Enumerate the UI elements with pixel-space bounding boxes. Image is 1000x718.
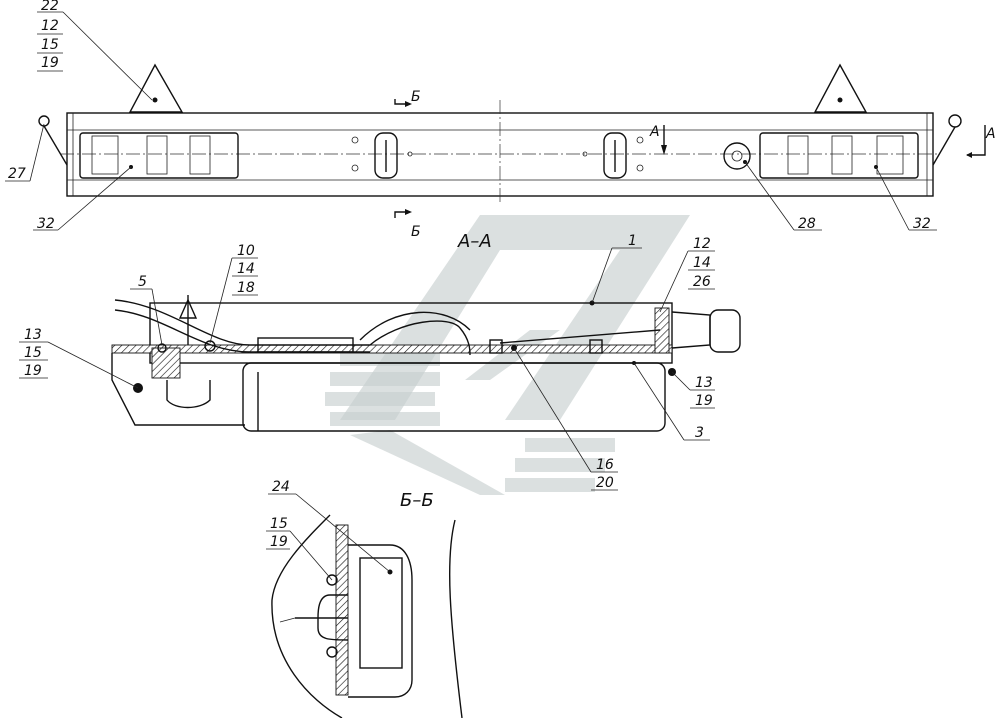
label-22-12: 12 <box>41 18 59 34</box>
section-b-b-title: Б–Б <box>400 490 434 511</box>
label-10-18: 18 <box>237 280 255 296</box>
label-10: 10 <box>237 243 255 259</box>
label-13-right-19: 19 <box>695 393 713 409</box>
cut-mark-b-bottom: Б <box>411 224 421 240</box>
label-12-26: 26 <box>693 274 711 290</box>
label-22-19: 19 <box>41 55 59 71</box>
label-22: 22 <box>41 0 59 14</box>
section-b-b: Б–Б <box>271 490 463 718</box>
label-32-right: 32 <box>913 216 931 232</box>
label-16: 16 <box>596 457 614 473</box>
section-a-a-title: А–А <box>457 231 492 252</box>
section-a-a: А–А <box>111 231 741 432</box>
label-27: 27 <box>8 166 26 182</box>
cut-mark-a-top: А <box>649 124 660 140</box>
label-3: 3 <box>695 425 704 441</box>
label-5: 5 <box>138 274 147 290</box>
cut-marks: Б Б А А <box>394 89 996 240</box>
label-28: 28 <box>798 216 816 232</box>
leader-labels: 22 12 15 19 27 32 28 32 10 14 18 5 13 15… <box>8 0 931 550</box>
label-12-14: 14 <box>693 255 711 271</box>
label-24: 24 <box>272 479 290 495</box>
label-15: 15 <box>270 516 288 532</box>
label-32-left: 32 <box>37 216 55 232</box>
leader-lines <box>5 11 937 581</box>
label-16-20: 20 <box>596 475 614 491</box>
label-12: 12 <box>693 236 711 252</box>
label-10-14: 14 <box>237 261 255 277</box>
label-1: 1 <box>628 233 637 249</box>
label-15-19: 19 <box>270 534 288 550</box>
cut-mark-a-right: А <box>985 126 996 142</box>
label-13: 13 <box>24 327 42 343</box>
label-22-15: 15 <box>41 37 59 53</box>
cut-mark-b-top: Б <box>411 89 421 105</box>
watermark-logo <box>325 215 690 495</box>
label-13-15: 15 <box>24 345 42 361</box>
label-13-right: 13 <box>695 375 713 391</box>
label-13-19: 19 <box>24 363 42 379</box>
top-view <box>38 63 962 205</box>
